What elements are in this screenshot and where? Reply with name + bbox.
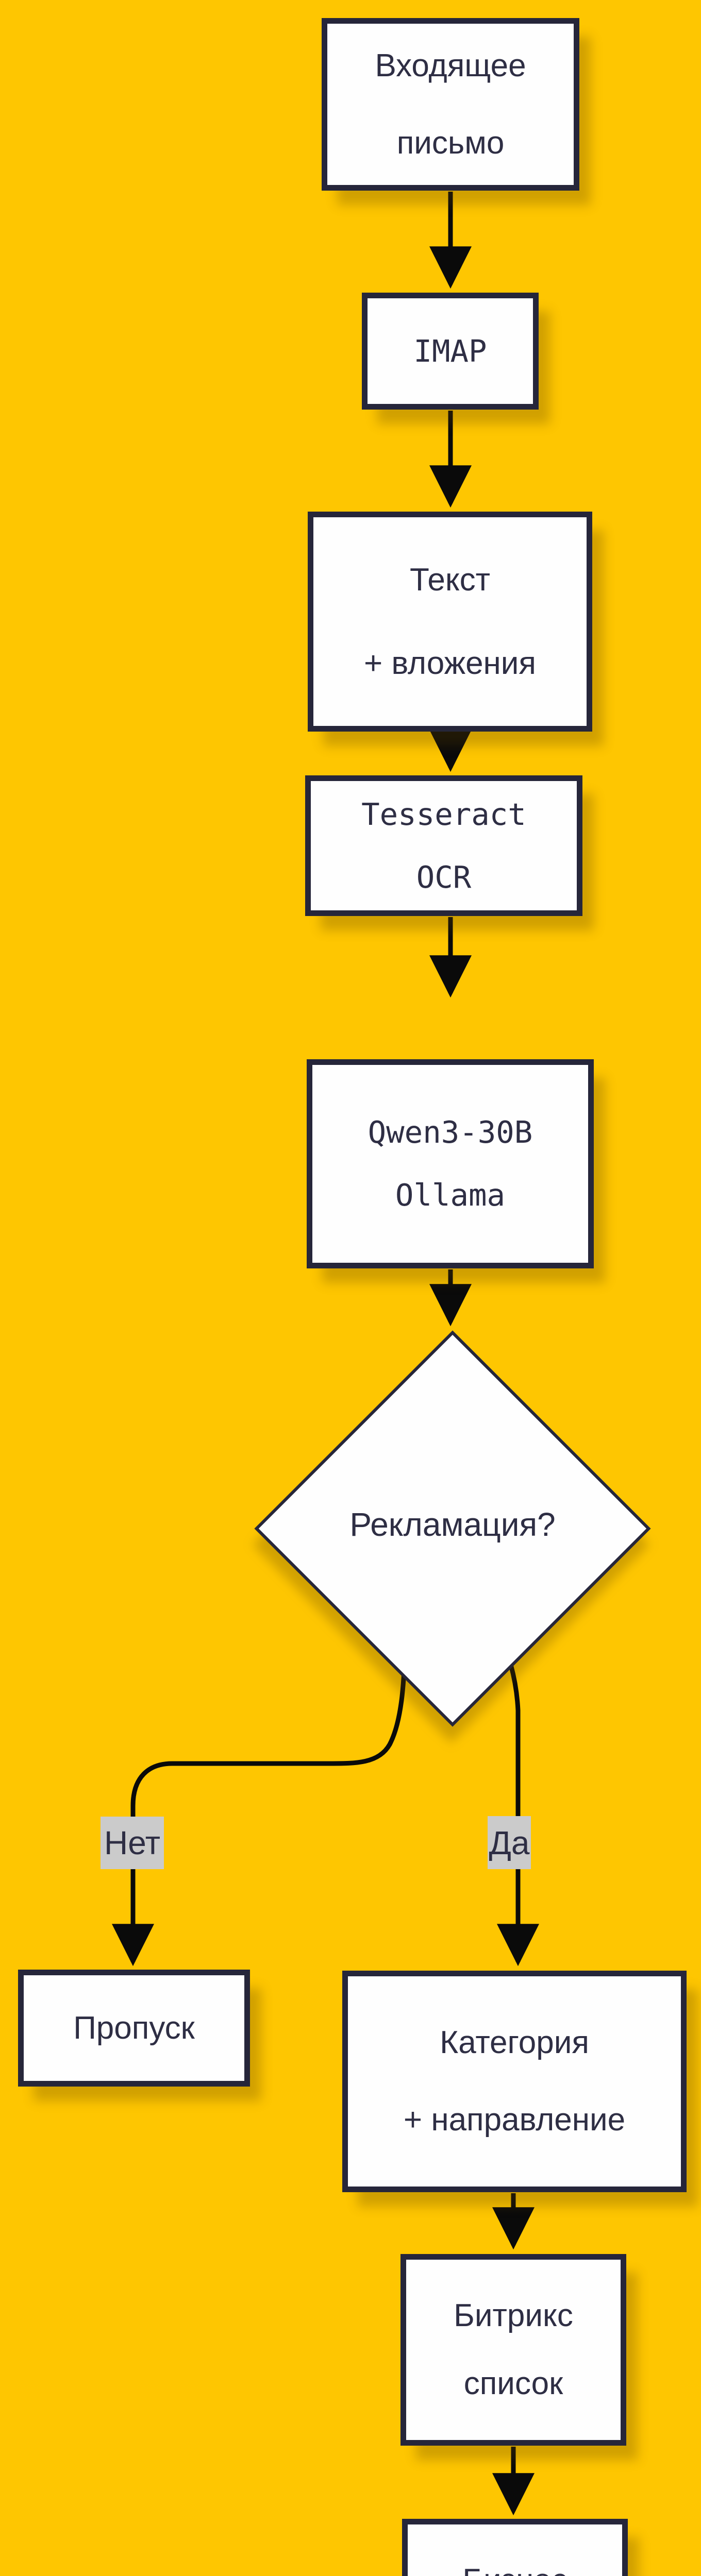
node-imap: IMAP <box>362 293 539 410</box>
node-tesseract-ocr: Tesseract OCR <box>305 775 582 916</box>
decision-reklamatsiya-label: Рекламация? <box>349 1506 556 1543</box>
edge-decision-no <box>112 1623 408 1967</box>
node-qwen3-30b-ollama: Qwen3-30B Ollama <box>307 1059 594 1268</box>
node-line: + вложения <box>363 645 536 681</box>
edge-label-no: Нет <box>101 1817 164 1869</box>
node-line: Ollama <box>395 1177 506 1213</box>
node-line: Tesseract <box>361 796 526 832</box>
node-line: Бизнес <box>462 2547 567 2576</box>
node-line: письмо <box>396 125 505 161</box>
node-line: Категория <box>440 2025 589 2060</box>
node-line: Пропуск <box>73 2010 195 2046</box>
node-bitrix-list: Битрикс список <box>400 2254 626 2446</box>
node-incoming-email: Входящее письмо <box>322 18 579 191</box>
node-text-attachments: Текст + вложения <box>308 512 592 732</box>
node-category-direction: Категория + направление <box>342 1971 687 2192</box>
node-line: Текст <box>409 562 491 598</box>
node-skip: Пропуск <box>18 1970 250 2087</box>
node-line: Входящее <box>375 47 526 83</box>
node-business-process: Бизнес процесс <box>402 2519 628 2576</box>
node-line: + направление <box>403 2102 626 2138</box>
node-line: Qwen3-30B <box>368 1114 533 1150</box>
node-line: список <box>463 2366 563 2401</box>
edge-label-yes: Да <box>488 1816 531 1869</box>
node-line: IMAP <box>413 333 487 369</box>
node-line: Битрикс <box>454 2298 573 2333</box>
node-line: OCR <box>416 859 472 895</box>
